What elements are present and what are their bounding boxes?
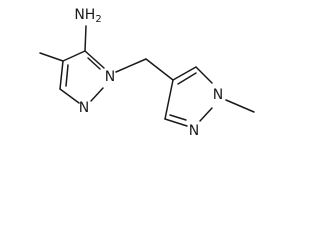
bond-n2-n1 (90, 87, 104, 102)
bond-n1b-methyl (225, 99, 255, 113)
bond-ch2-c4b (145, 58, 174, 81)
bond-n2b-c3b-double (169, 114, 187, 121)
atom-label-n1b: N (213, 87, 223, 103)
atom-label-n2: N (79, 100, 89, 116)
bond-c5-n1-double (87, 57, 101, 70)
bond-c4b-c5b (172, 66, 197, 81)
bond-c3-n2 (59, 88, 80, 104)
bond-n1-c5 (84, 50, 105, 69)
bond-c3b-c4b (164, 79, 174, 120)
bond-c5b-n1b (195, 66, 213, 84)
bond-c4-c3 (59, 60, 64, 90)
atom-label-n1: N (105, 69, 115, 85)
bond-n1b-n2b (199, 107, 213, 122)
chemical-structure: NH2 N N N N (39, 7, 255, 139)
bond-c5-c4 (62, 50, 86, 62)
atom-label-nh2: NH2 (74, 7, 101, 25)
bond-n1-ch2 (115, 58, 147, 73)
bond-c4-methyl (39, 52, 64, 62)
bond-n2b-c3b (164, 118, 188, 127)
bond-c4-c3-double (65, 64, 69, 87)
atom-label-n2b: N (189, 123, 199, 139)
bond-c4b-c5b-double (177, 72, 197, 85)
bond-c5-nh2 (84, 25, 87, 52)
